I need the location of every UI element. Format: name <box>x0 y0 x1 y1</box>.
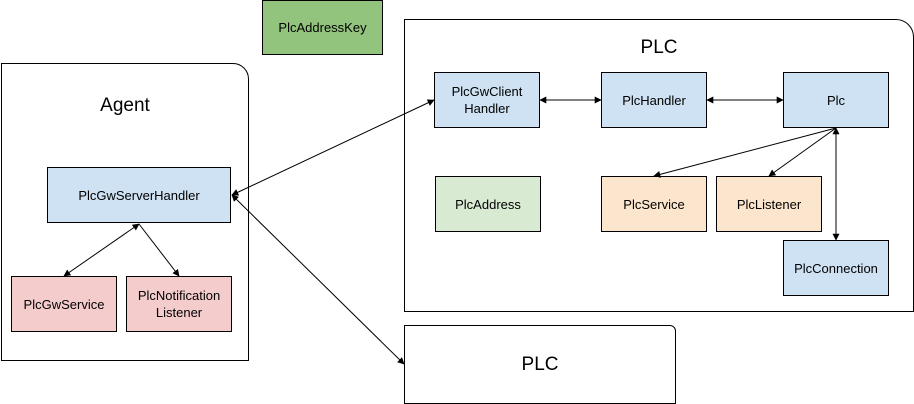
plc-listener-node: PlcListener <box>716 176 822 232</box>
plc-node: Plc <box>783 72 889 128</box>
plc-second-title: PLC <box>521 354 559 375</box>
plc-gw-service-node: PlcGwService <box>11 276 117 332</box>
plc-connection-node: PlcConnection <box>783 240 889 296</box>
plc-gw-client-handler-node: PlcGwClient Handler <box>434 72 540 128</box>
edge-server-handler-second-plc <box>231 194 405 365</box>
plc-address-node: PlcAddress <box>435 176 541 232</box>
plc-second-container: PLC <box>404 325 676 404</box>
plc-service-node: PlcService <box>601 176 707 232</box>
agent-title: Agent <box>100 95 150 116</box>
plc-handler-node: PlcHandler <box>601 72 707 128</box>
plc-notification-listener-node: PlcNotification Listener <box>126 276 232 332</box>
plc-main-title: PLC <box>640 37 678 58</box>
plc-gw-server-handler-node: PlcGwServerHandler <box>47 167 231 223</box>
plc-address-key-node: PlcAddressKey <box>262 0 383 55</box>
